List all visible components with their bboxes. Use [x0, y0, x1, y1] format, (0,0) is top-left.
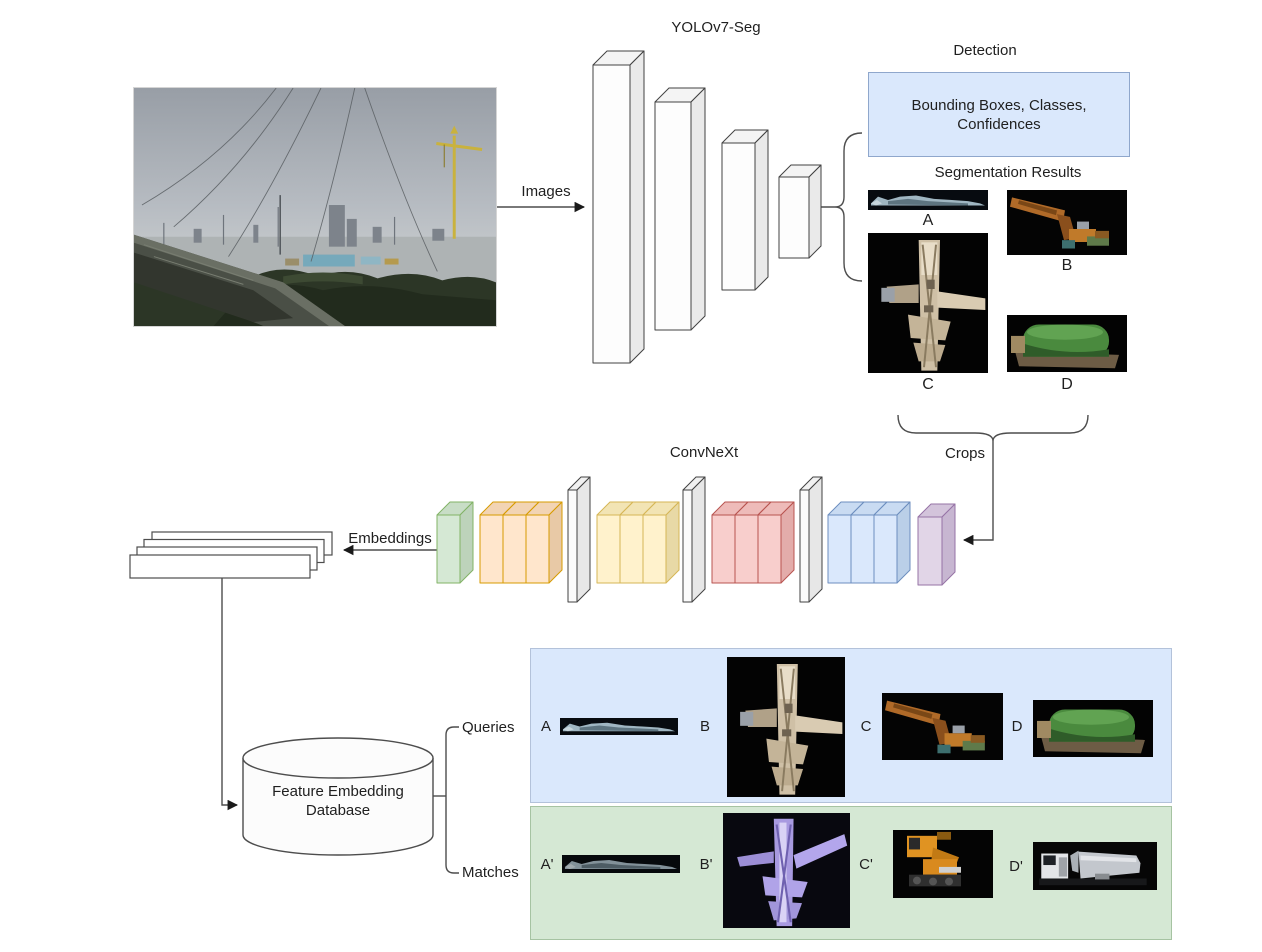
segmentation-label-d: D	[1061, 376, 1073, 393]
db-branch-queries	[445, 726, 459, 796]
yolo-block-2	[654, 87, 706, 331]
matches-label: Matches	[462, 864, 519, 881]
segmentation-thumbnail-d	[1007, 315, 1127, 372]
segmentation-label-a: A	[922, 212, 934, 229]
query-label-c: C	[860, 718, 872, 735]
yolo-block-3	[721, 129, 769, 291]
detection-output-box: Bounding Boxes, Classes, Confidences	[868, 72, 1130, 157]
match-label-c: C'	[859, 856, 873, 873]
input-photo-illustration	[134, 88, 496, 326]
match-label-d: D'	[1009, 858, 1023, 875]
query-label-a: A	[540, 718, 552, 735]
match-label-a: A'	[540, 856, 554, 873]
queries-label: Queries	[462, 719, 515, 736]
query-thumbnail-c	[882, 693, 1003, 760]
segmentation-label-c: C	[922, 376, 934, 393]
detection-output-text: Bounding Boxes, Classes, Confidences	[911, 96, 1087, 133]
convnext-plate-1	[567, 476, 591, 603]
match-label-b: B'	[699, 856, 713, 873]
match-thumbnail-d	[1033, 842, 1157, 890]
yolo-block-4	[778, 164, 822, 259]
query-thumbnail-b	[727, 657, 845, 797]
stack-to-db-arrow	[221, 578, 239, 811]
query-thumbnail-d	[1033, 700, 1153, 757]
convnext-block-yellow-3	[642, 501, 680, 584]
match-thumbnail-b	[723, 813, 850, 928]
query-label-b: B	[699, 718, 711, 735]
outputs-brace	[834, 132, 863, 282]
convnext-plate-2	[682, 476, 706, 603]
db-branch-matches	[445, 796, 459, 874]
convnext-title: ConvNeXt	[669, 444, 739, 461]
embedding-stack	[129, 531, 333, 579]
embeddings-label: Embeddings	[348, 530, 432, 547]
crops-label: Crops	[944, 445, 986, 462]
images-arrow-label: Images	[521, 183, 571, 200]
convnext-plate-3	[799, 476, 823, 603]
segmentation-label-b: B	[1061, 257, 1073, 274]
crops-brace	[897, 414, 1089, 442]
database-label: Feature Embedding Database	[272, 783, 404, 819]
convnext-block-purple	[917, 503, 956, 586]
query-label-d: D	[1011, 718, 1023, 735]
crops-arrow	[962, 441, 994, 546]
convnext-block-blue-3	[873, 501, 911, 584]
segmentation-thumbnail-a	[868, 190, 988, 210]
convnext-block-orange-3	[525, 501, 563, 584]
match-thumbnail-c	[893, 830, 993, 898]
yolo-block-1	[592, 50, 645, 364]
match-thumbnail-a	[562, 855, 680, 873]
database-cylinder	[242, 737, 434, 856]
segmentation-title: Segmentation Results	[934, 164, 1082, 181]
segmentation-thumbnail-b	[1007, 190, 1127, 255]
query-thumbnail-a	[560, 718, 678, 735]
segmentation-thumbnail-c	[868, 233, 988, 373]
convnext-block-green	[436, 501, 474, 584]
yolo-title: YOLOv7-Seg	[671, 19, 761, 36]
photo-crane	[436, 135, 483, 239]
convnext-block-red-3	[757, 501, 795, 584]
detection-title: Detection	[953, 42, 1017, 59]
input-photo	[133, 87, 497, 327]
